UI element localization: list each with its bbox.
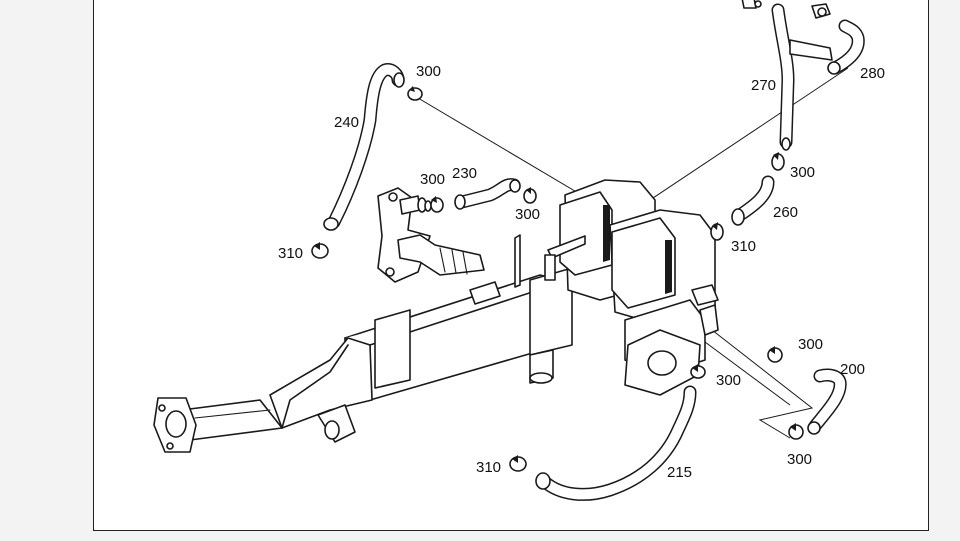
callout-310: 310 [476,459,501,476]
clamp-300-lower-right [767,346,783,363]
clamp-300-lower-center [690,364,706,379]
callout-240: 240 [334,114,359,131]
callout-300: 300 [798,336,823,353]
connector-elbow [397,234,485,276]
callout-280: 280 [860,65,885,82]
callout-270: 270 [751,77,776,94]
callout-300: 300 [787,451,812,468]
clamp-300-top [407,86,423,101]
hose-240 [323,63,405,231]
hose-230 [454,178,521,210]
callout-300: 300 [420,171,445,188]
hose-200 [807,368,847,435]
hose-215 [535,385,697,501]
callout-300: 300 [790,164,815,181]
callout-300: 300 [515,206,540,223]
clamp-300-right [771,152,785,171]
callout-260: 260 [773,204,798,221]
hose-270 [771,3,833,151]
callout-200: 200 [840,361,865,378]
clamp-310-left [311,242,329,259]
callout-310: 310 [278,245,303,262]
clamp-300-mid-left [430,196,444,213]
leader-line-clamp-300 [417,97,591,201]
callout-300: 300 [416,63,441,80]
clamp-310-right [710,222,724,241]
clamp-300-bottom-right [788,423,804,440]
callout-230: 230 [452,165,477,182]
clamp-310-bottom [509,455,527,472]
clamp-300-mid [523,187,537,204]
hose-280 [827,19,865,75]
callout-215: 215 [667,464,692,481]
egr-cooler [153,234,573,453]
top-fittings [741,0,831,19]
callout-300: 300 [716,372,741,389]
small-fitting [399,195,432,215]
leader-line-hose-200 [711,329,814,439]
hose-260 [731,175,775,226]
leader-line-clamp-lower [704,341,791,406]
callout-310: 310 [731,238,756,255]
egr-valve-assembly [544,179,719,396]
